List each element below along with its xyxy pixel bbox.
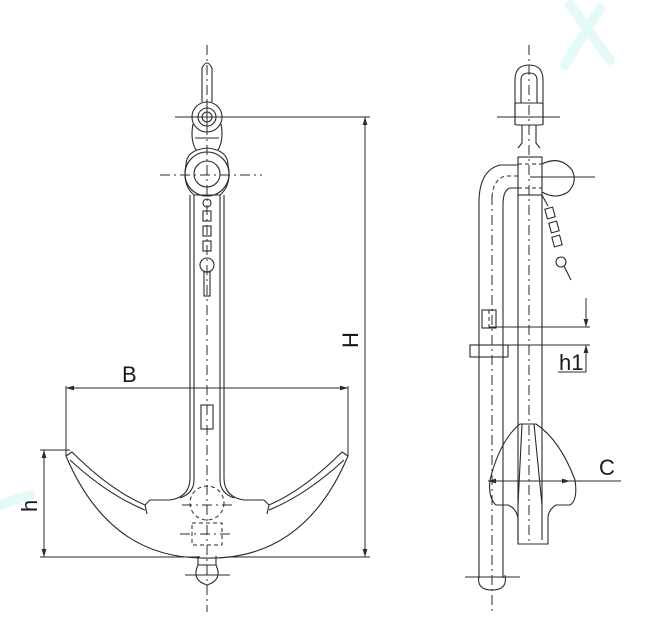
left-arm-upper — [65, 451, 151, 506]
link-neck — [191, 123, 223, 151]
side-ball — [541, 160, 575, 197]
shank-right-outer — [223, 195, 264, 501]
side-dimensions: h1 C — [488, 298, 621, 484]
side-view — [465, 45, 595, 612]
front-view — [65, 45, 360, 612]
side-collar — [517, 156, 543, 196]
top-tang — [201, 62, 213, 102]
right-arm-inner — [268, 459, 345, 511]
front-dimensions: B H h — [17, 116, 370, 558]
shank-left-outer — [150, 195, 191, 501]
bottom-ball — [195, 556, 219, 586]
watermark — [0, 0, 615, 510]
shackle-eye — [160, 147, 262, 197]
side-pin-ring — [555, 256, 567, 268]
crown-outer-curve — [65, 455, 349, 559]
label-h: h — [17, 500, 42, 512]
side-shackle-pin — [514, 102, 544, 126]
hidden-crown-block — [191, 522, 223, 546]
pin-rod — [203, 271, 211, 297]
shank-slot — [200, 404, 214, 430]
label-h1: h1 — [559, 350, 583, 375]
label-C: C — [599, 455, 615, 480]
label-B: B — [122, 362, 137, 387]
left-arm-inner — [69, 459, 146, 511]
label-H: H — [338, 332, 363, 348]
stock-inner — [502, 187, 518, 578]
pin-hole — [202, 198, 212, 208]
shank-right-inner — [219, 195, 235, 499]
shank-left-inner — [179, 195, 195, 499]
right-arm-upper — [263, 451, 349, 506]
stock-outer — [478, 164, 518, 578]
hidden-crown-hole — [189, 485, 225, 521]
stock-collar — [469, 344, 509, 358]
side-shackle-outer — [514, 64, 544, 125]
side-bottom-ball — [477, 574, 507, 591]
